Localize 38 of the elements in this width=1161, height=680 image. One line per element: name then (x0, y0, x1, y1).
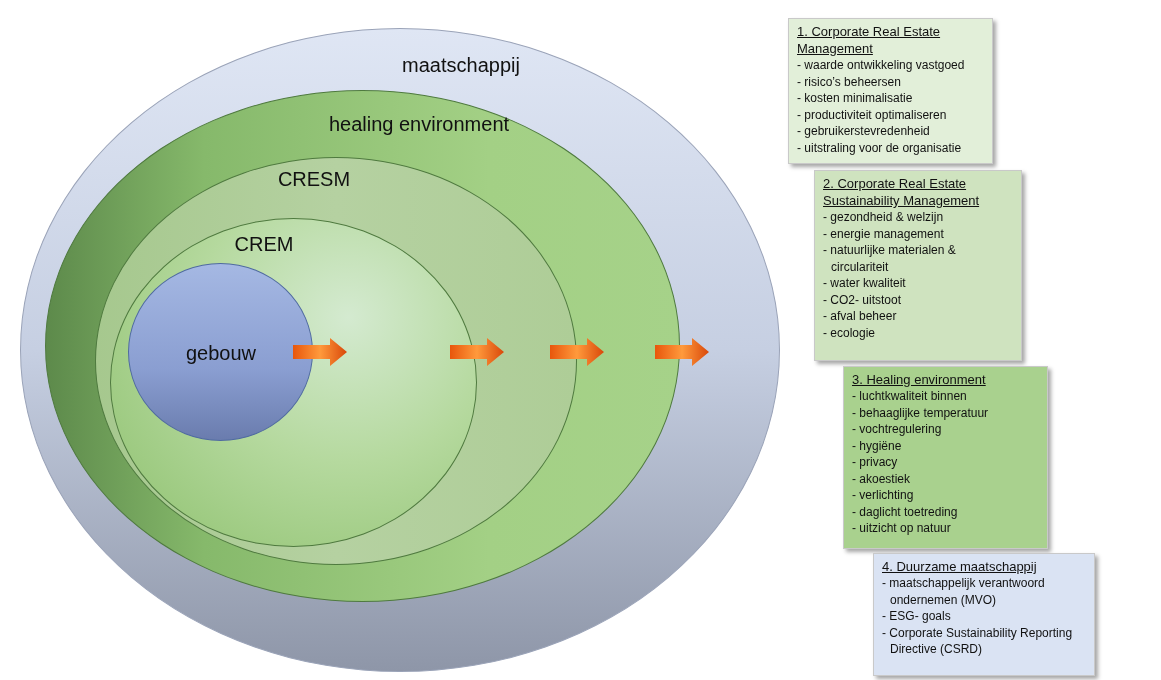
bullet-item: - water kwaliteit (823, 275, 907, 292)
region-label: maatschappij (402, 53, 520, 77)
bullet-item: - behaaglijke temperatuur (852, 404, 990, 421)
bullet-item: - hygiëne (852, 437, 903, 454)
bullet-item: - risico’s beheersen (797, 73, 902, 90)
bullet-item: - ecologie (823, 324, 877, 341)
card-heading: 2. Corporate Real Estate Sustainability Management (823, 175, 981, 209)
bullet-item: - vochtregulering (852, 421, 943, 438)
info-card (788, 18, 993, 164)
bullet-item: - afval beheer (823, 308, 898, 325)
region-label: CRESM (277, 167, 351, 191)
bullet-item: - Corporate Sustainability Reporting Directive (CSRD) (882, 624, 1074, 658)
card-heading: 1. Corporate Real Estate Management (797, 23, 942, 57)
bullet-item: - verlichting (852, 487, 915, 504)
bullet-item: - gebruikerstevredenheid (797, 123, 931, 140)
info-card (873, 553, 1095, 676)
bullet-item: - ESG- goals (882, 608, 952, 625)
bullet-item: - uitzicht op natuur (852, 520, 952, 537)
card-heading: 4. Duurzame maatschappij (882, 558, 1038, 575)
bullet-item: - akoestiek (852, 470, 912, 487)
card-heading: 3. Healing environment (852, 371, 987, 388)
bullet-item: - natuurlijke materialen & circulariteit (823, 242, 957, 275)
region-label: gebouw (185, 341, 257, 365)
bullet-item: - energie management (823, 225, 945, 242)
bullet-item: - maatschappelijk verantwoord ondernemen (MVO) (882, 575, 1046, 608)
bullet-item: - uitstraling voor de organisatie (797, 139, 963, 156)
bullet-item: - luchtkwaliteit binnen (852, 388, 968, 405)
bullet-item: - productiviteit optimaliseren (797, 106, 948, 123)
bullet-item: - waarde ontwikkeling vastgoed (797, 57, 966, 74)
bullet-item: - gezondheid & welzijn (823, 209, 945, 226)
bullet-item: - privacy (852, 454, 899, 471)
bullet-item: - daglicht toetreding (852, 503, 959, 520)
info-card (814, 170, 1022, 361)
bullet-item: - kosten minimalisatie (797, 90, 914, 107)
info-card (843, 366, 1048, 549)
region-label: healing environment (328, 112, 510, 136)
bullet-item: - CO2- uitstoot (823, 291, 903, 308)
region-label: CREM (234, 232, 294, 256)
